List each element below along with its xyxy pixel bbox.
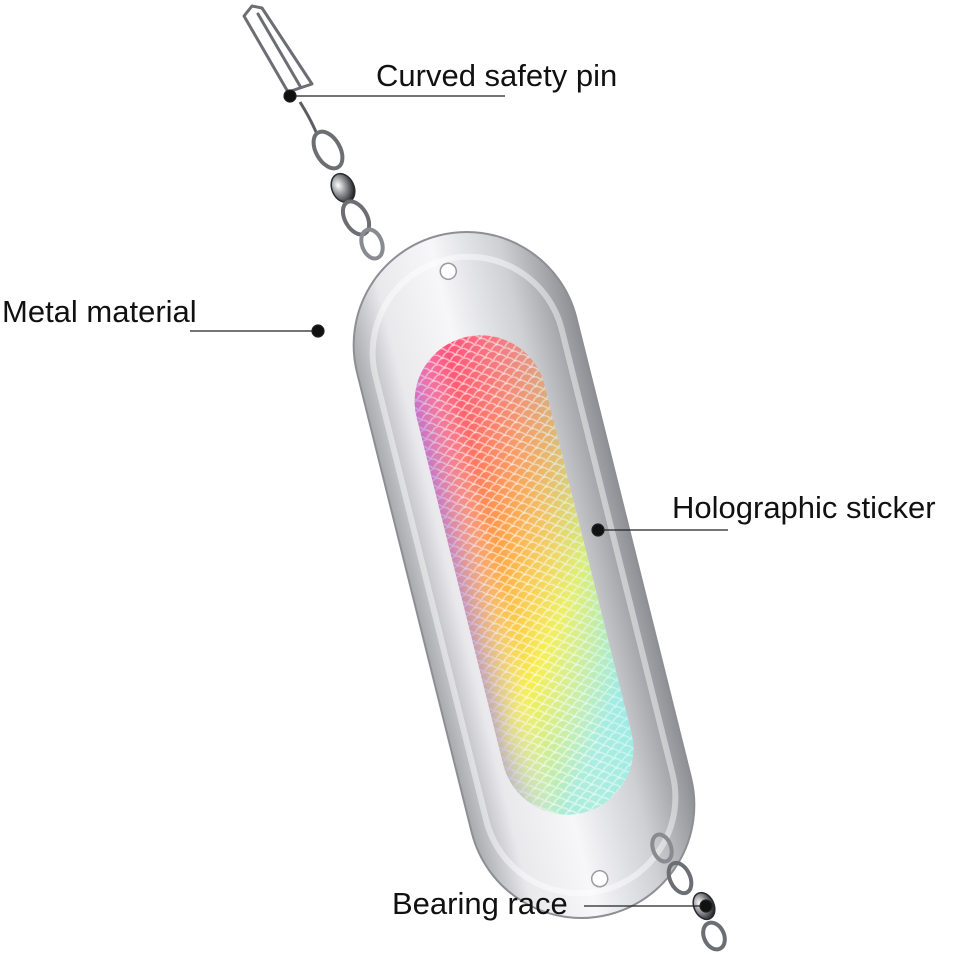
safety-pin-graphic [242, 4, 314, 94]
metal-blade-graphic [352, 231, 696, 919]
callout-holographic-sticker: Holographic sticker [672, 490, 936, 525]
callout-curved-safety-pin: Curved safety pin [376, 58, 618, 93]
leader-dot-bearing [699, 899, 713, 913]
top-swivel-graphic [298, 101, 385, 261]
leader-dot-sticker [591, 523, 605, 537]
holographic-sticker-graphic [414, 335, 634, 815]
callout-leaders [190, 89, 728, 913]
bottom-swivel-graphic [650, 832, 727, 952]
callout-bearing-race: Bearing race [392, 886, 568, 921]
leader-dot-metal [311, 324, 325, 338]
callout-metal-material: Metal material [2, 294, 197, 329]
leader-dot-pin [283, 89, 297, 103]
